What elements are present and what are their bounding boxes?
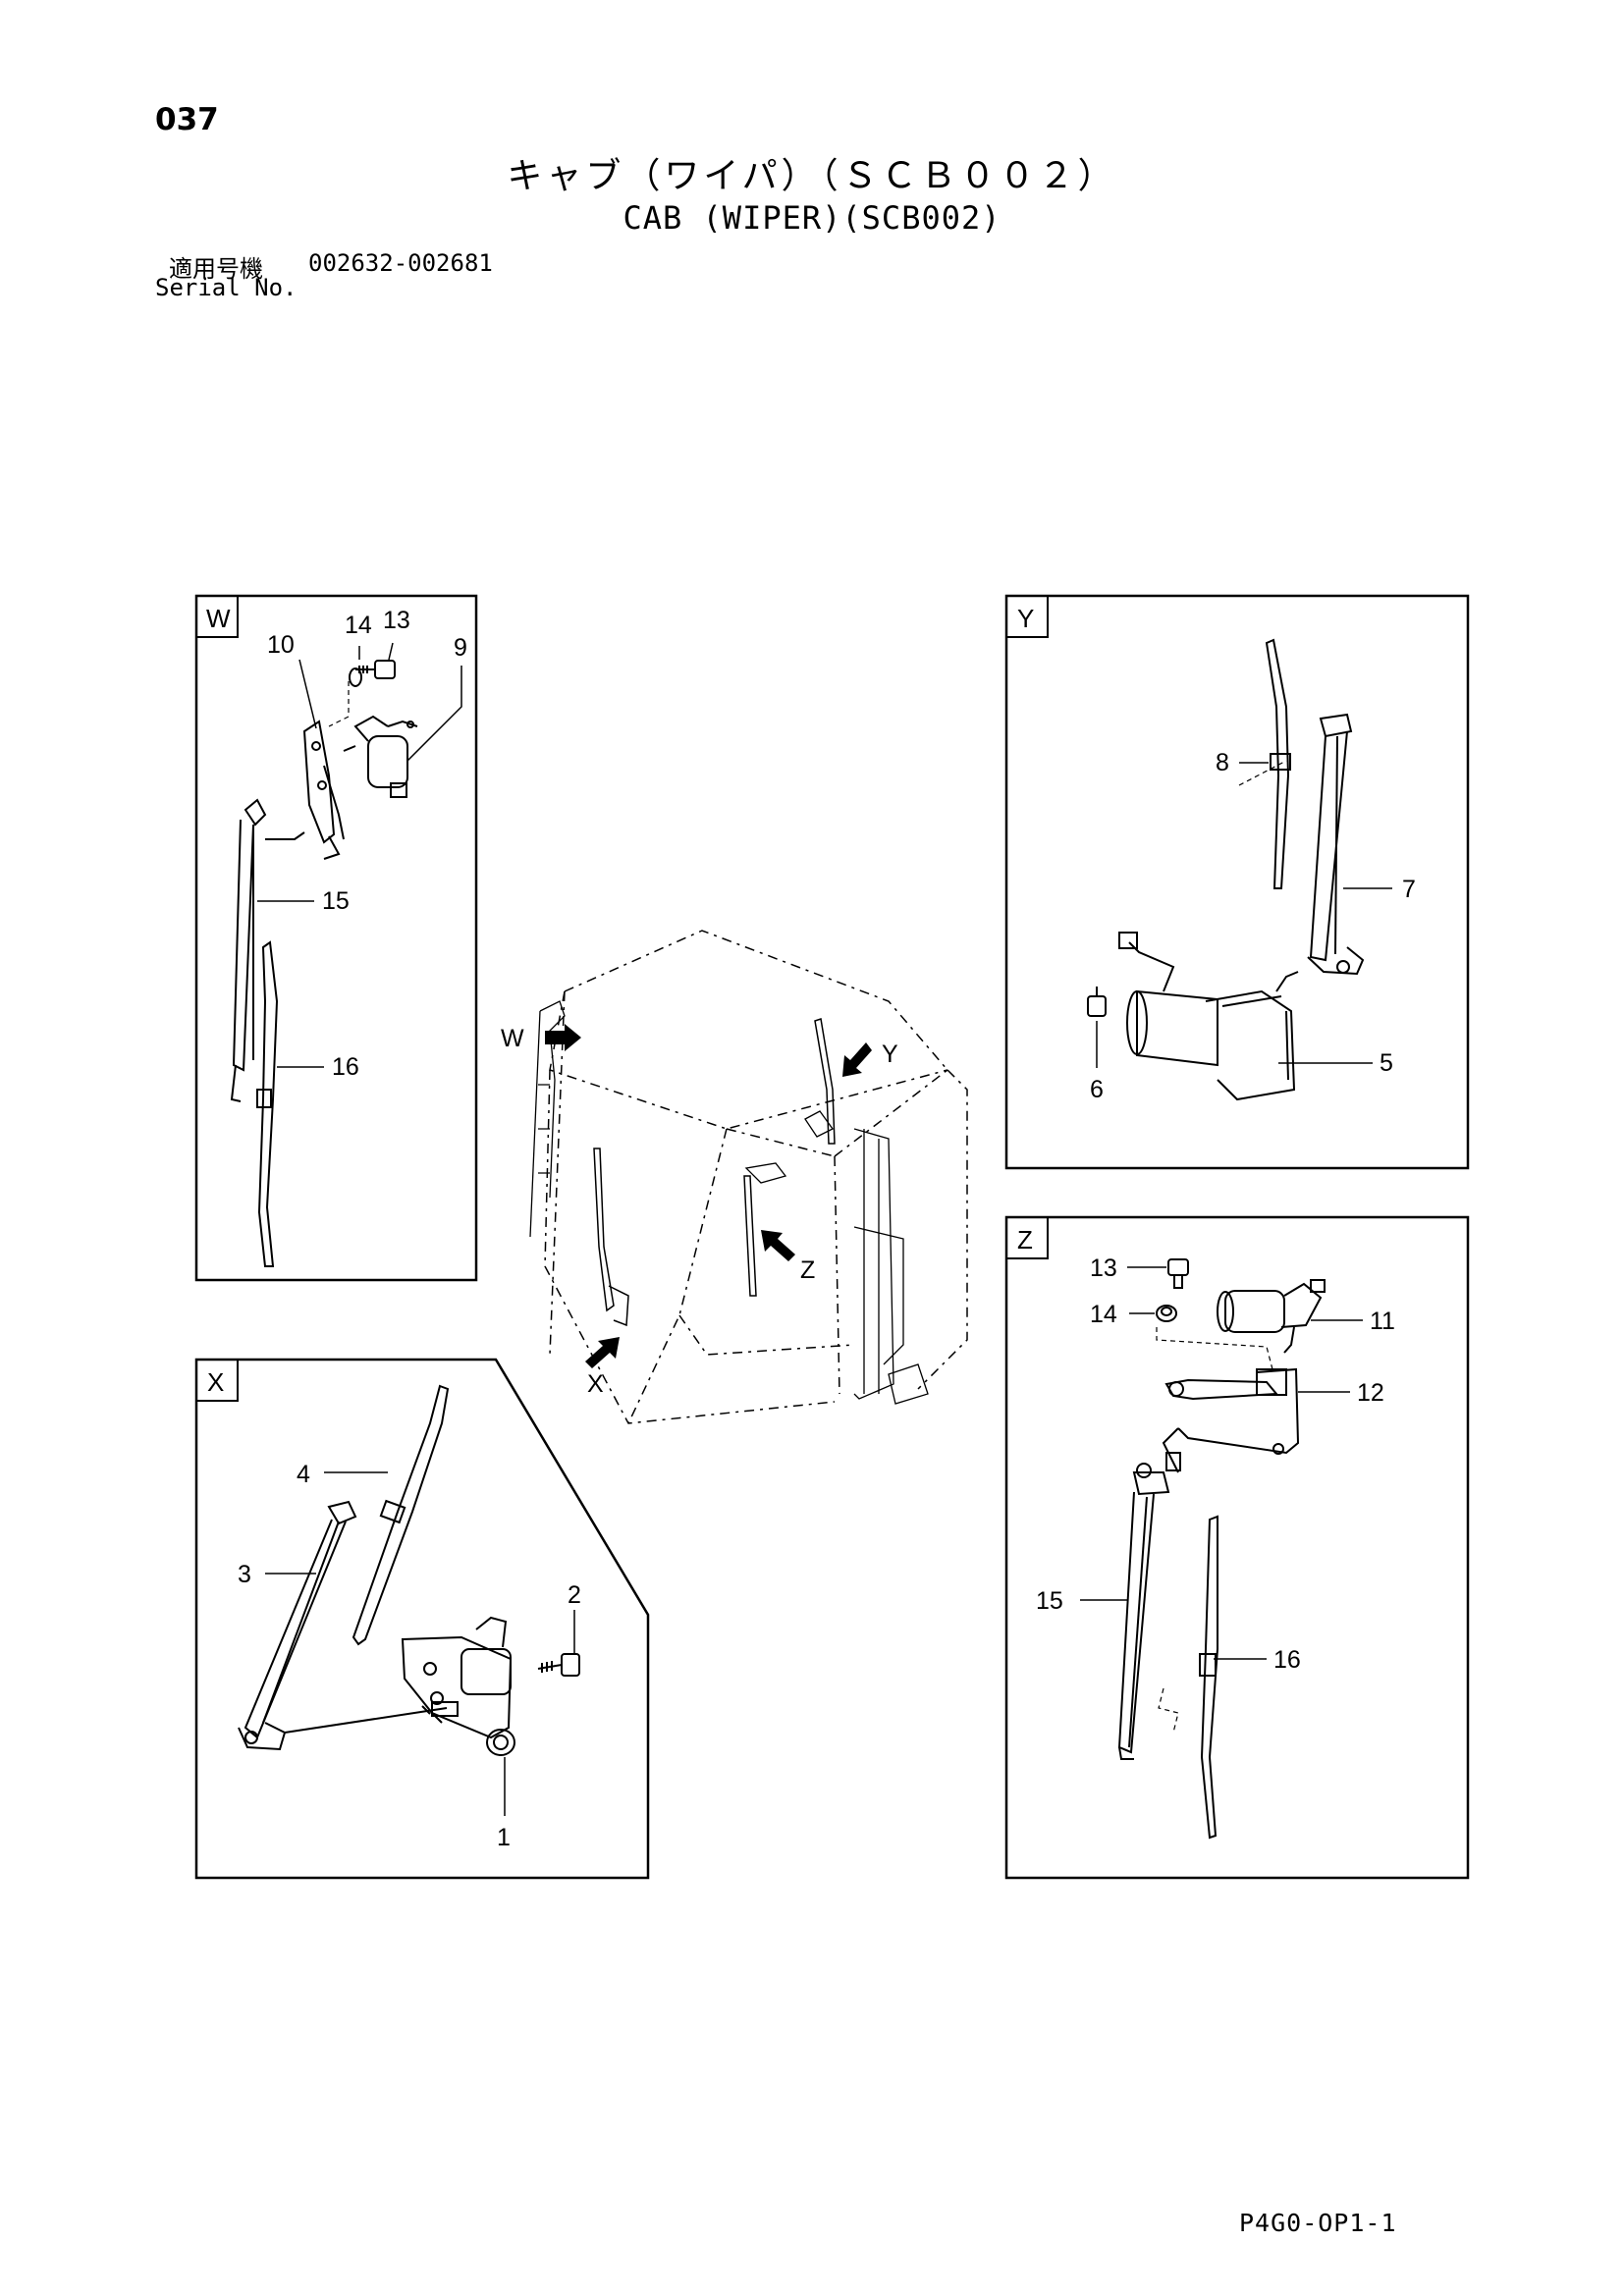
linkage-w	[302, 720, 345, 860]
page-number: 037	[155, 102, 219, 137]
arrow-label-y: Y	[882, 1041, 898, 1068]
callout-x-3: 3	[238, 1561, 251, 1588]
serial-label-english: Serial No.	[155, 274, 298, 301]
washer-w	[349, 667, 362, 687]
callout-y-6: 6	[1090, 1076, 1104, 1103]
callout-x-4: 4	[297, 1461, 310, 1488]
arrow-label-z: Z	[800, 1256, 815, 1284]
view-x-panel: X	[194, 1358, 650, 1880]
arrow-w	[545, 1024, 581, 1051]
callout-w-15: 15	[322, 887, 350, 915]
wiper-motor-x	[401, 1616, 513, 1739]
callout-w-9: 9	[454, 634, 467, 662]
arrow-z	[761, 1230, 795, 1261]
arrow-label-w: W	[501, 1025, 524, 1052]
leader-9-w	[406, 666, 462, 762]
arrow-x	[585, 1337, 620, 1368]
view-z-panel: Z	[1004, 1215, 1470, 1880]
shaft-x	[284, 1701, 459, 1734]
dashed-link-y	[1238, 760, 1287, 786]
wiper-blade-y	[1265, 638, 1291, 889]
dashed-link-z1	[1156, 1327, 1273, 1370]
callout-z-14: 14	[1090, 1301, 1117, 1328]
serial-label-japanese: 適用号機	[169, 255, 263, 283]
leader-10-w	[298, 659, 317, 729]
callout-z-16: 16	[1273, 1646, 1301, 1674]
view-z-tag: Z	[1017, 1225, 1033, 1255]
callout-w-16: 16	[332, 1053, 359, 1081]
arrow-y	[842, 1042, 872, 1077]
view-w-panel: W	[194, 594, 478, 1282]
callout-z-11: 11	[1370, 1308, 1395, 1335]
callout-x-1: 1	[497, 1824, 511, 1851]
wiper-blade-w	[256, 940, 279, 1267]
view-x-tag: X	[207, 1367, 224, 1397]
washer-z	[1156, 1305, 1177, 1322]
footer-page-code: P4G0-OP1-1	[1239, 2209, 1397, 2237]
linkage-z	[1162, 1367, 1300, 1473]
cab-overview: W Y Z X	[501, 930, 968, 1424]
wiper-motor-w	[343, 715, 418, 798]
serial-range: 002632-002681	[308, 249, 493, 277]
callout-z-12: 12	[1357, 1379, 1384, 1407]
callout-w-13: 13	[383, 607, 410, 634]
nut-x	[486, 1729, 515, 1756]
wiper-arm-w	[230, 798, 305, 1102]
wiper-blade-z	[1199, 1515, 1218, 1840]
callout-y-5: 5	[1380, 1049, 1393, 1077]
arrow-label-x: X	[587, 1370, 604, 1398]
wiper-arm-y	[1307, 713, 1365, 976]
callout-z-13: 13	[1090, 1255, 1117, 1282]
page-title-english: CAB (WIPER)(SCB002)	[623, 199, 1001, 237]
wiper-arm-z	[1117, 1463, 1170, 1760]
bolt-y	[1087, 987, 1107, 1017]
leader-13-w	[388, 642, 394, 661]
view-y-panel: Y 8 7	[1004, 594, 1470, 1170]
callout-y-7: 7	[1402, 876, 1416, 903]
wiper-motor-y	[1118, 932, 1299, 1101]
page-title-japanese: キャブ（ワイパ）（ＳＣＢ００２）	[507, 156, 1117, 196]
bolt-x	[537, 1653, 580, 1677]
view-w-tag: W	[206, 604, 231, 633]
view-y-tag: Y	[1017, 604, 1034, 633]
dashed-link-z2	[1158, 1687, 1179, 1734]
bolt-z	[1167, 1258, 1189, 1289]
callout-y-8: 8	[1216, 749, 1229, 776]
wiper-arm-x	[238, 1500, 357, 1751]
callout-w-10: 10	[267, 631, 295, 659]
wiper-blade-x	[352, 1384, 450, 1646]
callout-w-14: 14	[345, 612, 372, 639]
dashed-link-w	[328, 681, 350, 727]
wiper-motor-z	[1217, 1279, 1326, 1354]
callout-z-15: 15	[1036, 1587, 1063, 1615]
callout-x-2: 2	[568, 1581, 581, 1609]
